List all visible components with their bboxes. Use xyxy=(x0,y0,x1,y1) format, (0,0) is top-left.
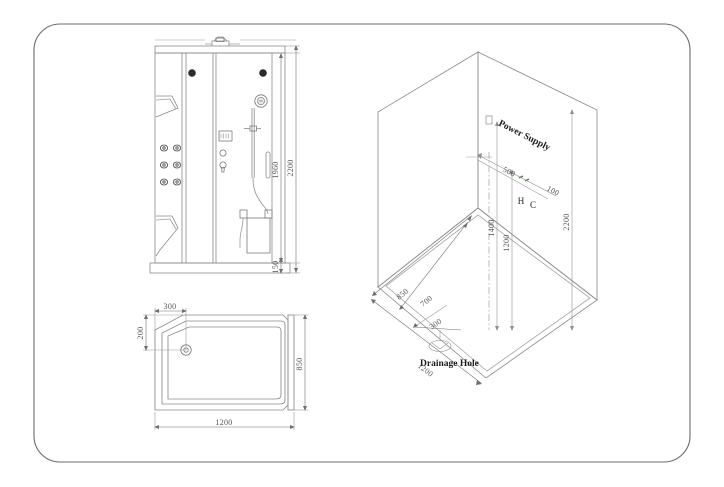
dim-plan-chamfer-x: 300 xyxy=(164,302,177,311)
dim-iso-inlet-offset: 500 xyxy=(501,165,517,179)
dim-front-base-height: 150 xyxy=(271,261,280,274)
dim-front-inner-height: 1960 xyxy=(271,161,280,178)
dim-front-total-height: 2200 xyxy=(286,159,295,176)
dim-iso-total-height: 2200 xyxy=(562,213,571,230)
dim-plan-chamfer-y: 200 xyxy=(136,327,145,340)
label-drainage-hole: Drainage Hole xyxy=(420,359,479,369)
dim-iso-inlet-height: 1200 xyxy=(502,234,511,251)
dim-plan-width: 1200 xyxy=(215,418,232,427)
dim-iso-base-depth: 850 xyxy=(395,286,411,301)
dim-iso-power-height: 1400 xyxy=(487,219,496,236)
label-power-supply: Power Supply xyxy=(497,119,552,154)
label-cold-inlet: C xyxy=(530,200,536,210)
dim-plan-depth: 850 xyxy=(295,358,304,371)
dim-iso-drain-depth-offset: 700 xyxy=(419,293,435,308)
dim-iso-drain-width-offset: 300 xyxy=(428,317,444,332)
label-hot-inlet: H xyxy=(518,196,525,206)
dim-iso-hc-spacing: 100 xyxy=(545,184,561,198)
